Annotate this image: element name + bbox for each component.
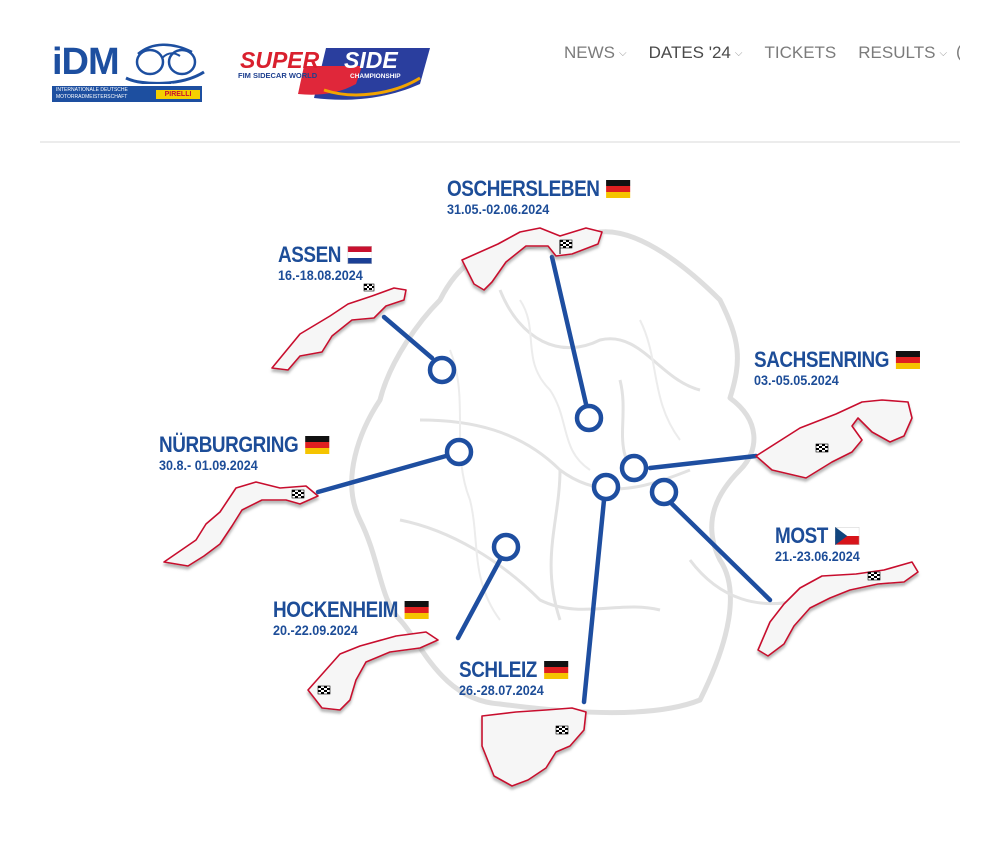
germany-flag-icon (606, 180, 631, 198)
nav-item-dates[interactable]: DATES '24⌵ (648, 43, 743, 62)
event-name: HOCKENHEIM (273, 597, 398, 622)
chevron-down-icon: ⌵ (939, 47, 948, 59)
event-label-schleiz[interactable]: SCHLEIZ 26.-28.07.2024 (459, 658, 586, 699)
chevron-down-icon: ⌵ (734, 47, 743, 59)
checkered-flag-icons (291, 239, 881, 735)
germany-flag-icon (404, 601, 429, 619)
map-borders (349, 229, 757, 716)
superside-word-side: SIDE (344, 47, 398, 73)
track-assen (271, 287, 407, 371)
event-name: SCHLEIZ (459, 657, 537, 682)
location-circles (427, 355, 679, 562)
checkered-flag-icon (555, 725, 569, 735)
checkered-flag-icon (363, 283, 375, 292)
event-label-assen[interactable]: ASSEN 16.-18.08.2024 (278, 243, 387, 284)
track-nurburgring (163, 481, 319, 567)
superside-championship: CHAMPIONSHIP (350, 73, 401, 80)
germany-map-graphic (163, 227, 919, 787)
czech-flag-icon (834, 527, 859, 545)
event-name: OSCHERSLEBEN (447, 176, 600, 201)
location-marker-hockenheim (491, 532, 521, 562)
location-marker-most (649, 477, 679, 507)
checkered-flag-icon (867, 571, 881, 581)
checkered-flag-icon (291, 489, 305, 499)
event-date: 16.-18.08.2024 (278, 267, 363, 283)
event-date: 31.05.-02.06.2024 (447, 201, 550, 217)
map-inner-borders (399, 289, 801, 621)
event-date: 30.8.- 01.09.2024 (159, 457, 258, 473)
main-nav: NEWS⌵ DATES '24⌵ TICKETS RESULTS⌵ (564, 42, 969, 64)
track-most (757, 561, 919, 657)
event-name: SACHSENRING (754, 347, 890, 372)
event-label-sachsenring[interactable]: SACHSENRING 03.-05.05.2024 (754, 348, 947, 389)
event-name: ASSEN (278, 242, 342, 267)
event-name: MOST (775, 523, 828, 548)
nav-overflow-item[interactable]: ( (956, 42, 960, 64)
superside-word-super: SUPER (240, 47, 320, 73)
superside-subtitle: FIM SIDECAR WORLD (238, 71, 318, 80)
event-label-hockenheim[interactable]: HOCKENHEIM 20.-22.09.2024 (273, 598, 454, 639)
event-date: 20.-22.09.2024 (273, 622, 358, 638)
nav-item-tickets[interactable]: TICKETS (764, 43, 837, 62)
nav-item-results[interactable]: RESULTS⌵ (858, 43, 948, 62)
event-date: 21.-23.06.2024 (775, 548, 860, 564)
river-lines (449, 299, 681, 621)
location-marker-assen (427, 355, 457, 385)
site-header: iDM INTERNATIONALE DEUTSCHE MOTORRADMEIS… (0, 0, 1000, 143)
checkered-flag-icon (317, 685, 331, 695)
track-oschersleben (461, 227, 603, 291)
location-marker-nurburgring (444, 437, 474, 467)
event-label-oschersleben[interactable]: OSCHERSLEBEN 31.05.-02.06.2024 (447, 177, 660, 218)
superside-logo[interactable]: SUPER SIDE FIM SIDECAR WORLD CHAMPIONSHI… (234, 44, 430, 104)
idm-wordmark: iDM (52, 41, 120, 83)
idm-logo[interactable]: iDM INTERNATIONALE DEUTSCHE MOTORRADMEIS… (52, 40, 205, 104)
checkered-flag-icon (559, 239, 573, 254)
connector-lines (315, 254, 773, 705)
event-label-nurburgring[interactable]: NÜRBURGRING 30.8.- 01.09.2024 (159, 433, 357, 474)
header-divider (40, 141, 960, 143)
track-sachsenring (755, 399, 913, 479)
checkered-flag-icon (815, 443, 829, 453)
germany-flag-icon (305, 436, 330, 454)
track-outlines (163, 227, 919, 787)
event-label-most[interactable]: MOST 21.-23.06.2024 (775, 524, 873, 565)
nav-item-news[interactable]: NEWS⌵ (564, 43, 627, 62)
location-marker-sachsenring (619, 453, 649, 483)
location-marker-schleiz (591, 472, 621, 502)
location-marker-oschersleben (574, 403, 604, 433)
idm-strip: INTERNATIONALE DEUTSCHE MOTORRADMEISTERS… (52, 82, 202, 102)
germany-flag-icon (543, 661, 568, 679)
event-date: 26.-28.07.2024 (459, 682, 544, 698)
motorcycle-icon (125, 43, 205, 84)
calendar-map (0, 150, 1000, 857)
germany-flag-icon (895, 351, 921, 369)
netherlands-flag-icon (347, 246, 372, 264)
track-schleiz (481, 707, 587, 787)
event-date: 03.-05.05.2024 (754, 372, 839, 388)
pirelli-badge: PIRELLI (156, 90, 200, 99)
chevron-down-icon: ⌵ (619, 47, 627, 59)
track-hockenheim (307, 631, 439, 711)
event-name: NÜRBURGRING (159, 432, 299, 457)
